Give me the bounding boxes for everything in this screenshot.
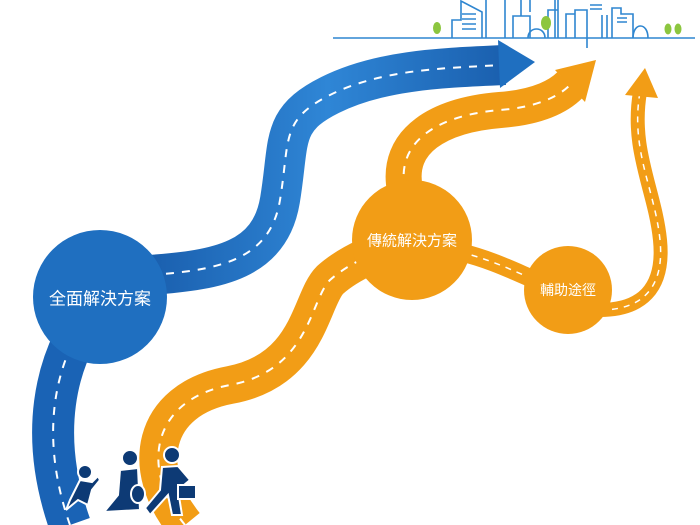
auxiliary-node (524, 246, 612, 334)
tree-icons (433, 16, 682, 35)
traditional-label: 傳統解決方案 (366, 231, 458, 250)
thin-arrow-head-icon (625, 68, 658, 98)
blue-arrow-head-icon (498, 40, 535, 88)
orange-arrow-head-icon (555, 60, 596, 102)
city-skyline-icon (333, 0, 695, 48)
auxiliary-label: 輔助途徑 (540, 283, 596, 299)
traditional-node (352, 180, 472, 300)
family-walking-icon (65, 446, 197, 517)
comprehensive-node (33, 230, 167, 364)
comprehensive-label: 全面解決方案 (49, 289, 151, 310)
